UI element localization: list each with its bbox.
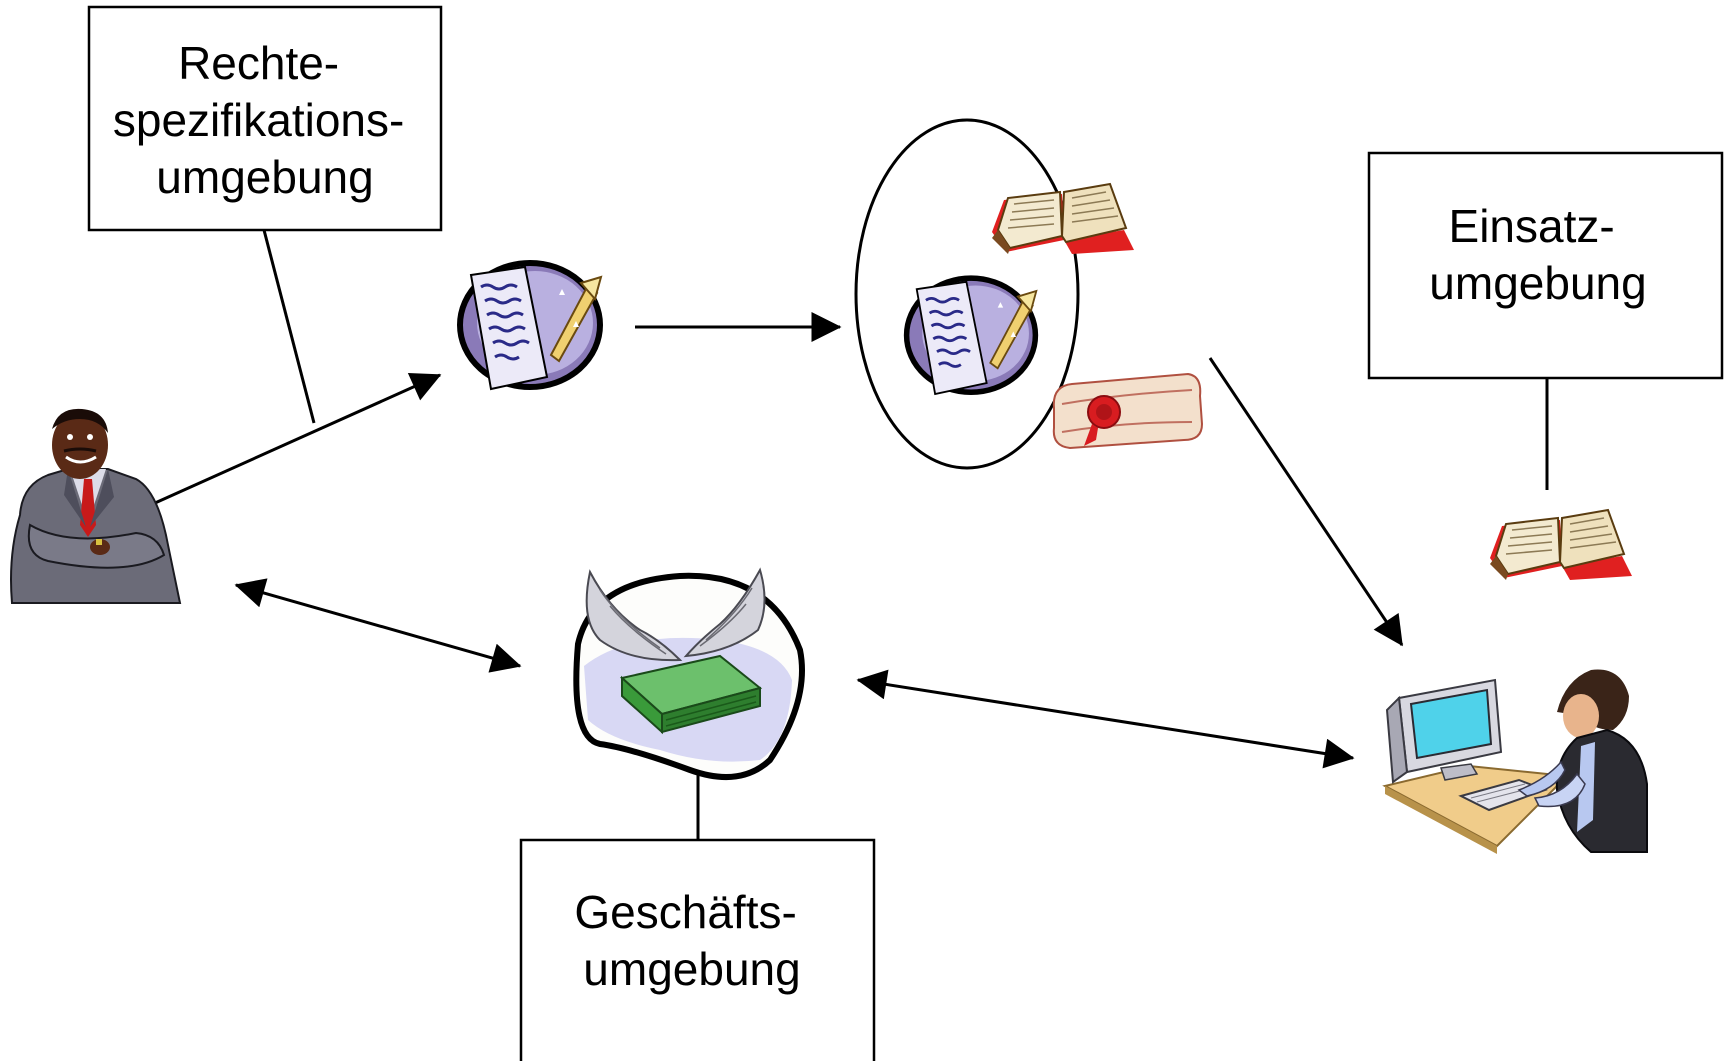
deployment-line-2: umgebung xyxy=(1429,257,1646,309)
rights-spec-label: Rechte- spezifikations- umgebung xyxy=(113,37,417,203)
open-book-icon xyxy=(1489,509,1633,581)
deployment-box: Einsatz- umgebung xyxy=(1367,151,1724,380)
business-line-1: Geschäfts- xyxy=(574,886,796,938)
rights-spec-line-1: Rechte- xyxy=(178,37,339,89)
package-document-quill-icon xyxy=(907,278,1037,394)
document-quill-icon xyxy=(460,263,601,389)
business-box: Geschäfts- umgebung xyxy=(519,838,876,1061)
business-label: Geschäfts- umgebung xyxy=(574,886,809,995)
computer-user-icon xyxy=(1382,669,1648,854)
businessman-icon xyxy=(10,408,182,604)
money-user-arrow xyxy=(856,669,1355,769)
author-money-arrow xyxy=(234,578,522,673)
business-line-2: umgebung xyxy=(583,943,800,995)
rights-spec-connector xyxy=(262,229,316,424)
certificate-scroll-icon xyxy=(1052,372,1204,450)
flying-money-icon xyxy=(573,567,805,781)
deployment-label: Einsatz- umgebung xyxy=(1429,200,1646,309)
rights-spec-line-2: spezifikations- xyxy=(113,94,404,146)
deployment-line-1: Einsatz- xyxy=(1449,200,1615,252)
rights-spec-box: Rechte- spezifikations- umgebung xyxy=(87,5,443,232)
package-to-user-arrow xyxy=(1208,357,1404,647)
rights-spec-line-3: umgebung xyxy=(156,151,373,203)
connector-lines xyxy=(154,229,1549,840)
author-to-document-arrow xyxy=(154,372,442,505)
bundle-circle xyxy=(854,118,1204,470)
